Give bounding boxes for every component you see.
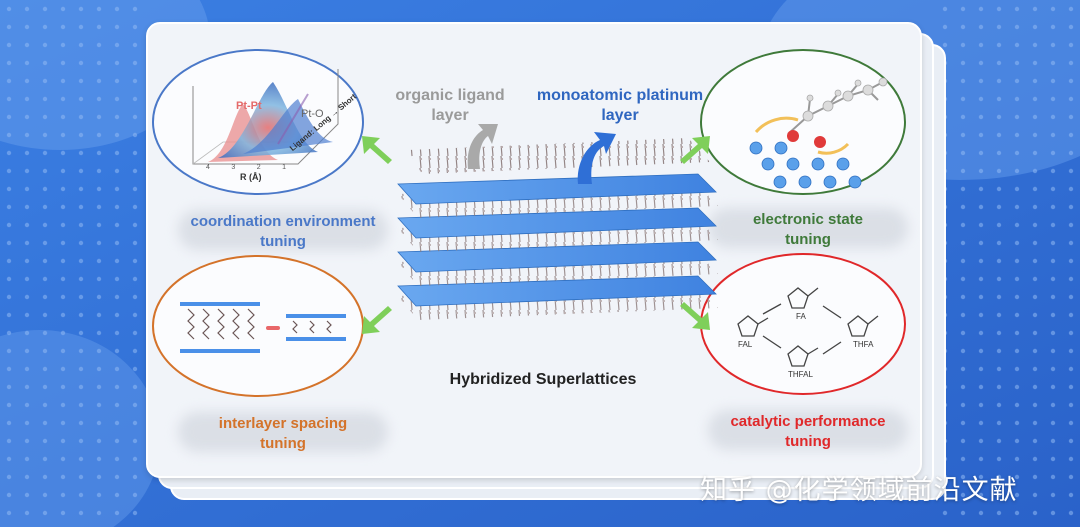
electronic-state-illustration (749, 77, 888, 189)
thfal-label: THFAL (788, 370, 813, 379)
r-axis-label: R (Å) (240, 172, 262, 182)
label-glow (178, 210, 388, 250)
green-arrow-icon (362, 136, 710, 334)
interlayer-ellipse (152, 255, 364, 397)
superlattice-stack (397, 138, 718, 320)
fa-label: FA (796, 312, 806, 321)
pt-o-label: Pt-O (301, 108, 324, 120)
label-glow (708, 208, 908, 248)
label-glow (178, 412, 388, 452)
blue-arrow-icon (577, 132, 616, 184)
thfa-label: THFA (853, 340, 874, 349)
electronic-ellipse (700, 49, 906, 195)
interlayer-illustration (180, 302, 346, 353)
pt-pt-label: Pt-Pt (236, 100, 262, 112)
label-glow (708, 410, 908, 450)
coordination-plot (192, 69, 339, 165)
superlattice-illustration (152, 49, 906, 397)
center-title: Hybridized Superlattices (449, 371, 637, 388)
catalytic-scheme (737, 287, 879, 367)
watermark-text: 知乎 @化学领域前沿文献 (700, 475, 1018, 506)
gray-arrow-icon (467, 124, 498, 169)
fal-label: FAL (738, 340, 753, 349)
